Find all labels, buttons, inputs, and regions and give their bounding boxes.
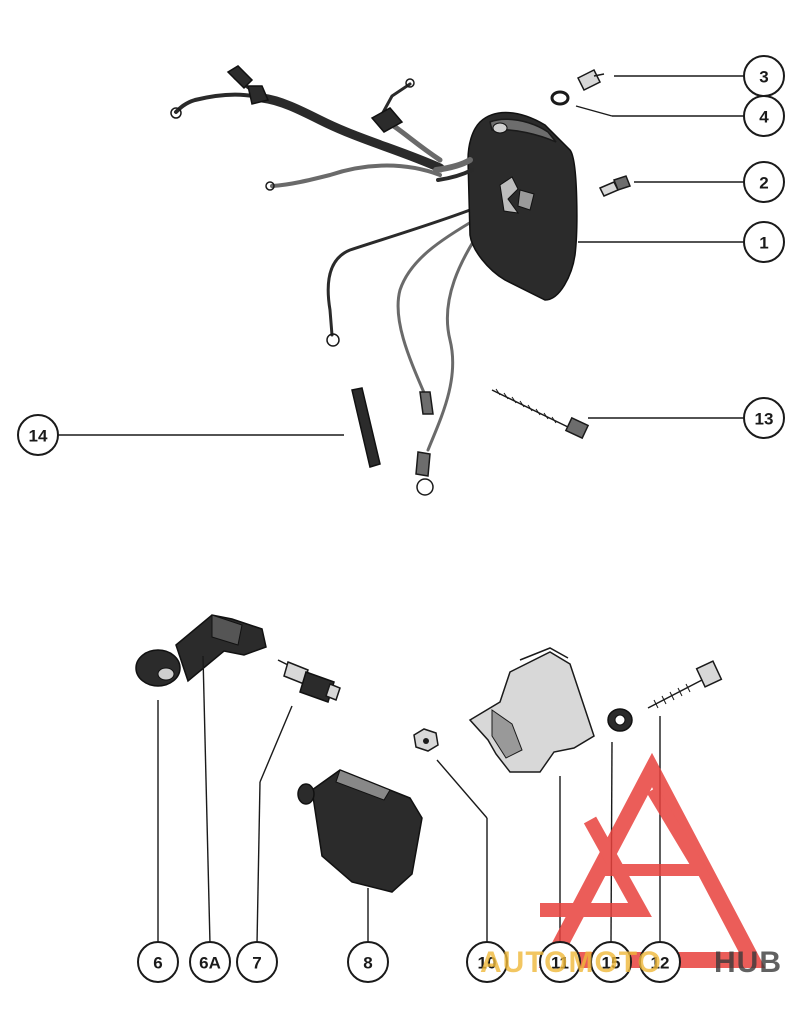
callout-3: 3 (743, 55, 785, 97)
callout-label-6: 6 (153, 954, 162, 973)
long-screw-part-13 (491, 388, 590, 440)
callout-label-11: 11 (551, 954, 569, 973)
callout-4: 4 (743, 95, 785, 137)
callout-14: 14 (17, 414, 59, 456)
callout-7: 7 (236, 941, 278, 983)
callout-label-8: 8 (363, 954, 372, 973)
washer-part-4 (550, 90, 570, 106)
screw-part-3 (576, 68, 605, 92)
screw-part-2 (598, 175, 631, 197)
watermark-text-b: HUB (714, 946, 782, 979)
spark-plug-boot-part-6 (135, 649, 181, 687)
callout-label-7: 7 (252, 954, 261, 973)
callout-12: 12 (639, 941, 681, 983)
callout-label-15: 15 (602, 954, 621, 973)
callout-label-2: 2 (759, 174, 768, 193)
callout-11: 11 (539, 941, 581, 983)
watermark-logo (538, 752, 766, 968)
callout-6: 6 (137, 941, 179, 983)
callout-label-4: 4 (759, 108, 769, 127)
callout-8: 8 (347, 941, 389, 983)
callout-6a: 6A (189, 941, 231, 983)
washer-part-15 (607, 708, 633, 732)
callout-label-14: 14 (29, 427, 48, 446)
spark-plug-cover-part-6A (175, 614, 267, 683)
sleeve-part-14 (351, 387, 381, 468)
callout-10: 10 (466, 941, 508, 983)
callout-label-3: 3 (759, 68, 768, 87)
callout-label-13: 13 (755, 410, 774, 429)
watermark-text-a: AUTOMOTO (480, 946, 662, 979)
callout-1: 1 (743, 221, 785, 263)
callout-2: 2 (743, 161, 785, 203)
callout-13: 13 (743, 397, 785, 439)
callout-label-10: 10 (478, 954, 497, 973)
callout-15: 15 (590, 941, 632, 983)
switch-box-assembly (170, 65, 578, 496)
callout-label-1: 1 (759, 234, 768, 253)
bolt-part-12 (647, 660, 723, 709)
coil-clamp-part-11 (468, 647, 595, 773)
watermark-text: AUTOMOTO HUB (480, 946, 782, 979)
nut-part-10 (413, 728, 439, 752)
callout-label-6a: 6A (199, 954, 221, 973)
ignition-coil-part-8 (297, 769, 423, 893)
callout-label-12: 12 (651, 954, 670, 973)
spark-plug-part-7 (277, 659, 341, 703)
